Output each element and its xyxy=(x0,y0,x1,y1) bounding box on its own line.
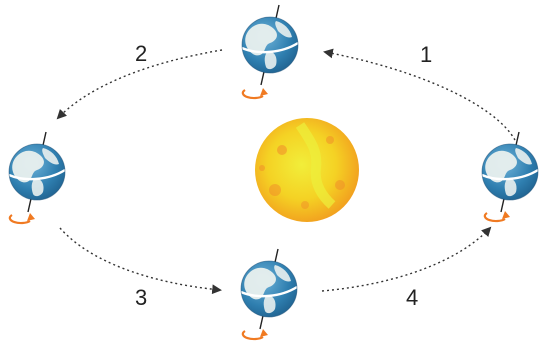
rotation-arrow-icon xyxy=(8,211,37,225)
earth-globe-icon xyxy=(7,130,67,214)
earth-right xyxy=(480,130,540,214)
rotation-arrow-right xyxy=(483,209,512,223)
sun-icon xyxy=(255,118,359,222)
rotation-arrow-icon xyxy=(483,209,512,223)
rotation-arrow-bottom xyxy=(241,327,270,341)
earth-globe-icon xyxy=(240,3,300,87)
rotation-arrow-icon xyxy=(241,86,270,100)
earth-top xyxy=(240,3,300,87)
earth-bottom xyxy=(239,247,299,331)
step-label-1: 1 xyxy=(420,42,432,67)
orbit-arrow-4 xyxy=(321,226,492,292)
step-label-3: 3 xyxy=(135,285,147,310)
rotation-arrow-icon xyxy=(241,327,270,341)
orbit-arrow-1 xyxy=(323,48,516,141)
rotation-arrow-top xyxy=(241,86,270,100)
orbit-arrow-3 xyxy=(59,227,222,295)
earth-globe-icon xyxy=(239,247,299,331)
earth-globe-icon xyxy=(480,130,540,214)
orbit-arrow-2 xyxy=(56,49,223,120)
step-label-4: 4 xyxy=(406,285,418,310)
earth-left xyxy=(7,130,67,214)
rotation-arrow-left xyxy=(8,211,37,225)
step-label-2: 2 xyxy=(135,41,147,66)
